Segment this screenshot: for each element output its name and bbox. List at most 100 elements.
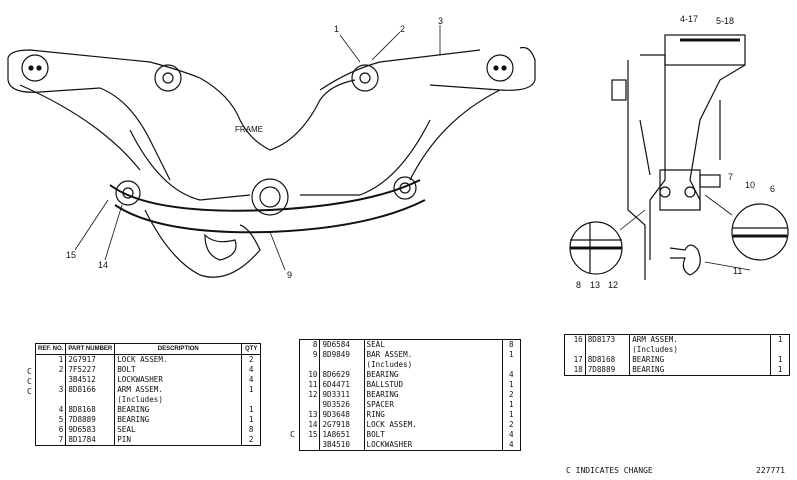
part-cell: 8D1784 — [65, 435, 116, 446]
part-cell — [585, 345, 631, 355]
desc-cell: BEARING — [632, 365, 665, 374]
table-row: 13 9D3648 RING 1 — [299, 410, 521, 420]
part-cell: 6D4471 — [319, 380, 365, 390]
ref-cell: 4 — [35, 405, 67, 415]
right-arm — [429, 46, 536, 91]
qty-cell: 1 — [770, 355, 790, 365]
table-row: 2 7F5227 BOLT 4 — [35, 365, 261, 375]
desc-cell: (Includes) — [632, 345, 678, 354]
qty-cell: 1 — [501, 410, 521, 420]
callout-2: 2 — [400, 24, 405, 34]
table-row: 7 8D1784 PIN 2 — [35, 435, 261, 446]
desc-cell: LOCK ASSEM. — [366, 420, 417, 429]
equalizer-bar — [109, 179, 421, 212]
part-cell: 9D3311 — [319, 390, 365, 400]
ref-cell — [299, 400, 321, 410]
desc-cell: BEARING — [366, 370, 399, 379]
qty-cell — [241, 395, 261, 405]
desc-cell: BOLT — [117, 365, 136, 374]
callout-13: 13 — [590, 280, 600, 290]
qty-cell: 2 — [241, 354, 261, 365]
side-section-view — [569, 34, 789, 280]
ref-cell: 8 — [299, 339, 321, 350]
part-cell: 3B4512 — [65, 375, 116, 385]
arm-pivot-left — [21, 54, 49, 82]
table-row: (Includes) — [564, 345, 790, 355]
ref-cell — [35, 395, 67, 405]
desc-cell: BOLT — [366, 430, 385, 439]
part-cell: 1A8651 — [319, 430, 365, 440]
qty-cell: 2 — [501, 420, 521, 430]
desc-cell: SEAL — [117, 425, 136, 434]
table-row: 3 8D8166 ARM ASSEM. 1 — [35, 385, 261, 395]
qty-cell: 2 — [241, 435, 261, 446]
ref-cell: 2 — [35, 365, 67, 375]
part-cell: 7F5227 — [65, 365, 116, 375]
callout-7: 7 — [728, 172, 733, 182]
ref-cell: 17 — [564, 355, 586, 365]
header-description: DESCRIPTION — [114, 343, 242, 355]
detail-circle-right — [731, 203, 789, 261]
part-cell: 2G7918 — [319, 420, 365, 430]
table-header-row: REF. NO. PART NUMBER DESCRIPTION QTY — [35, 343, 261, 355]
part-cell: 9D3648 — [319, 410, 365, 420]
callout-3: 3 — [438, 16, 443, 26]
desc-cell: BEARING — [632, 355, 665, 364]
qty-cell: 4 — [241, 375, 261, 385]
header-qty: QTY — [241, 343, 261, 355]
left-arm — [7, 49, 201, 79]
part-cell: 7D8889 — [65, 415, 116, 425]
desc-cell: BEARING — [117, 405, 150, 414]
ref-cell — [299, 440, 321, 451]
callout-5-18: 5-18 — [716, 16, 734, 26]
callout-15: 15 — [66, 250, 76, 260]
parts-drawing: FRAME 1 2 3 4-17 5-18 7 10 6 11 8 13 12 … — [7, 14, 789, 290]
desc-cell: BAR ASSEM. — [366, 350, 413, 359]
bearing-left — [115, 180, 141, 206]
header-part-number: PART NUMBER — [65, 343, 116, 355]
desc-cell: SEAL — [366, 340, 385, 349]
callout-8: 8 — [576, 280, 581, 290]
part-cell: 7D8889 — [585, 365, 631, 376]
ref-cell — [299, 360, 321, 370]
qty-cell: 8 — [241, 425, 261, 435]
desc-cell: LOCKWASHER — [117, 375, 163, 384]
table-row: 3B4510 LOCKWASHER 4 — [299, 440, 521, 451]
qty-cell: 1 — [241, 405, 261, 415]
parts-table-2: 8 9D6584 SEAL 8 9 8D9849 BAR ASSEM. 1 (I… — [299, 339, 521, 451]
desc-cell: LOCKWASHER — [366, 440, 413, 449]
lock-assem-left — [154, 64, 182, 92]
callout-6: 6 — [770, 184, 775, 194]
change-mark: C — [27, 377, 32, 386]
ref-cell: 12 — [299, 390, 321, 400]
qty-cell: 4 — [501, 440, 521, 451]
table-row: 16 8D8173 ARM ASSEM. 1 — [564, 334, 790, 345]
desc-cell: SPACER — [366, 400, 394, 409]
ref-cell — [564, 345, 586, 355]
table-row: 12 9D3311 BEARING 2 — [299, 390, 521, 400]
callout-4-17: 4-17 — [680, 14, 698, 24]
change-mark: C — [27, 367, 32, 376]
frame-label: FRAME — [235, 125, 263, 134]
qty-cell: 1 — [770, 334, 790, 345]
change-mark: C — [27, 387, 32, 396]
part-cell: 9D3526 — [319, 400, 365, 410]
ref-cell: 5 — [35, 415, 67, 425]
table-row: (Includes) — [299, 360, 521, 370]
table-row: 15 1A8651 BOLT 4 — [299, 430, 521, 440]
part-cell: 8D9849 — [319, 350, 365, 360]
table-row: 9 8D9849 BAR ASSEM. 1 — [299, 350, 521, 360]
table-row: 10 8D6629 BEARING 4 — [299, 370, 521, 380]
ref-cell: 10 — [299, 370, 321, 380]
parts-table-3: 16 8D8173 ARM ASSEM. 1 (Includes) 17 8D8… — [564, 334, 790, 376]
qty-cell: 4 — [501, 430, 521, 440]
qty-cell: 1 — [501, 350, 521, 360]
part-cell: 9D6584 — [319, 339, 365, 350]
qty-cell: 2 — [501, 390, 521, 400]
part-cell — [319, 360, 365, 370]
qty-cell: 1 — [501, 400, 521, 410]
desc-cell: RING — [366, 410, 385, 419]
qty-cell: 4 — [501, 370, 521, 380]
callout-14: 14 — [98, 260, 108, 270]
part-cell: 9D6583 — [65, 425, 116, 435]
